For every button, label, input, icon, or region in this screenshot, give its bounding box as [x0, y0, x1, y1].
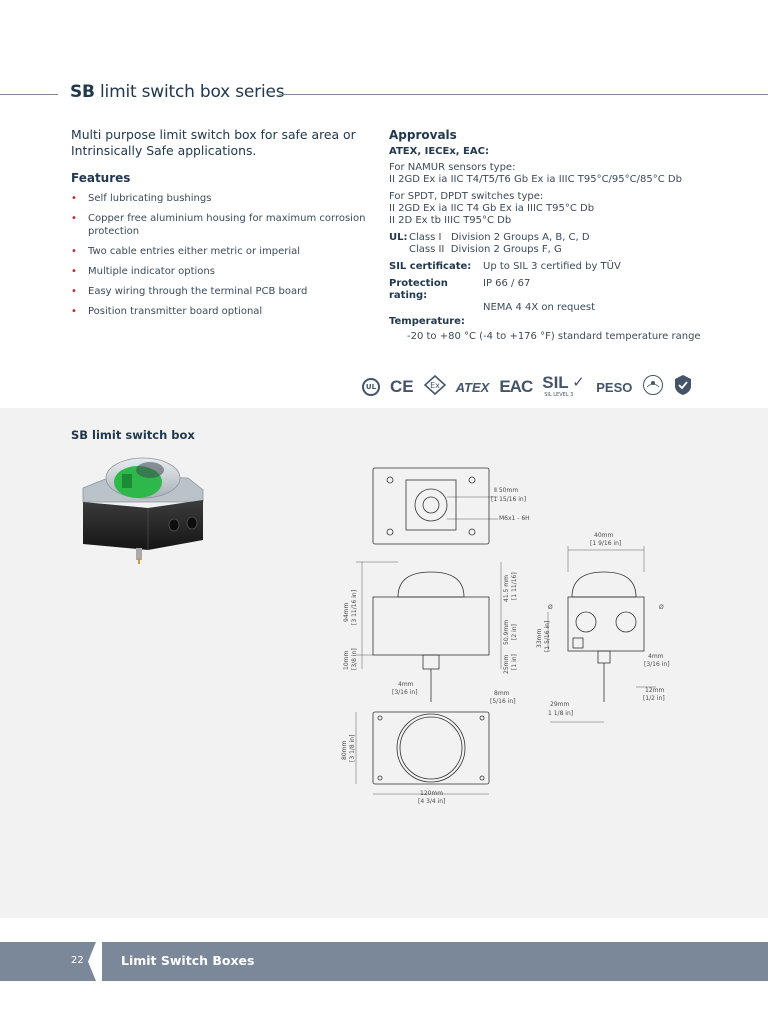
svg-text:41.5 mm: 41.5 mm — [503, 575, 510, 602]
title-bold: SB — [70, 82, 95, 102]
protection-row: Protection rating: IP 66 / 67 — [389, 278, 719, 302]
spdt-heading: For SPDT, DPDT switches type: — [389, 191, 544, 202]
atex-icon: ATEX — [455, 379, 490, 395]
features-heading: Features — [71, 171, 131, 185]
sil-icon: SIL ✓ SIL LEVEL 3 — [542, 373, 585, 398]
footer-title: Limit Switch Boxes — [121, 953, 255, 968]
footer-chevron-icon — [88, 942, 102, 981]
peso-icon: PESO — [596, 379, 633, 395]
page-header: SB limit switch box series — [0, 82, 768, 106]
title-rest: limit switch box series — [100, 82, 285, 102]
features-list: •Self lubricating bushings •Copper free … — [71, 192, 371, 325]
svg-text:[3 1/8 in]: [3 1/8 in] — [349, 735, 356, 762]
svg-text:4mm: 4mm — [648, 653, 664, 660]
bullet-icon: • — [71, 266, 77, 277]
ul-line2: Class II Division 2 Groups F, G — [409, 244, 562, 255]
svg-text:80mm: 80mm — [341, 741, 348, 760]
feature-item: •Easy wiring through the terminal PCB bo… — [71, 286, 308, 297]
svg-text:50.9mm: 50.9mm — [503, 620, 510, 645]
svg-text:[1/2 in]: [1/2 in] — [643, 695, 665, 702]
namur-text: II 2GD Ex ia IIC T4/T5/T6 Gb Ex ia IIIC … — [389, 174, 682, 185]
feature-item: •Position transmitter board optional — [71, 306, 263, 317]
svg-text:1 1/8 in]: 1 1/8 in] — [548, 710, 573, 717]
svg-text:33mm: 33mm — [536, 629, 543, 648]
eac-icon: EAC — [499, 377, 533, 396]
header-rule-left — [0, 94, 58, 95]
protection-label: Protection rating: — [389, 278, 448, 301]
sil-row: SIL certificate: Up to SIL 3 certified b… — [389, 261, 719, 273]
ul-row: UL: Class I Division 2 Groups A, B, C, D — [389, 232, 719, 244]
svg-text:[3 11/16 in]: [3 11/16 in] — [351, 590, 358, 625]
svg-text:Ø: Ø — [659, 604, 664, 611]
bullet-icon: • — [71, 286, 77, 297]
sil-value: Up to SIL 3 certified by TÜV — [483, 261, 621, 272]
ce-icon: CE — [390, 377, 414, 396]
spdt-line1: II 2GD Ex ia IIC T4 Gb Ex ia IIIC T95°C … — [389, 203, 595, 214]
protection-line1: IP 66 / 67 — [483, 278, 531, 289]
bullet-icon: • — [71, 306, 77, 317]
svg-text:[1 11/16]: [1 11/16] — [511, 572, 518, 600]
svg-text:4mm: 4mm — [398, 681, 414, 688]
feature-item: •Self lubricating bushings — [71, 193, 212, 204]
bullet-icon: • — [71, 213, 77, 224]
svg-text:[3/16 in]: [3/16 in] — [644, 661, 670, 668]
page-number: 22 — [71, 955, 84, 966]
certification-logos: UL CE Ex ATEX EAC SIL ✓ SIL LEVEL 3 PESO — [362, 373, 692, 400]
ul-line1: Class I Division 2 Groups A, B, C, D — [409, 232, 590, 243]
svg-text:[1 15/16 in]: [1 15/16 in] — [491, 496, 526, 503]
page-title: SB limit switch box series — [70, 82, 285, 102]
sil-label: SIL certificate: — [389, 261, 472, 272]
svg-text:94mm: 94mm — [343, 603, 350, 622]
product-photo — [78, 448, 228, 568]
protection-line2: NEMA 4 4X on request — [483, 302, 596, 313]
approvals-section: Approvals ATEX, IECEx, EAC: For NAMUR se… — [389, 129, 719, 343]
section-heading: SB limit switch box — [71, 428, 195, 442]
header-rule-right — [279, 94, 768, 95]
dimension-drawing: Ⅱ 50mm [1 15/16 in] M6x1 - 6H 40mm [1 9/… — [336, 462, 696, 812]
svg-text:Ø: Ø — [548, 604, 553, 611]
svg-text:25mm: 25mm — [503, 655, 510, 674]
atex-heading: ATEX, IECEx, EAC: — [389, 146, 489, 157]
svg-text:[1 in]: [1 in] — [511, 654, 518, 670]
ul-label: UL: — [389, 232, 408, 243]
bullet-icon: • — [71, 193, 77, 204]
svg-text:40mm: 40mm — [594, 532, 613, 539]
ul-icon: UL — [362, 378, 380, 396]
feature-item: •Copper free aluminium housing for maxim… — [71, 213, 366, 237]
temperature-label: Temperature: — [389, 316, 465, 327]
ex-label: Ex — [430, 381, 440, 390]
svg-text:[5/16 in]: [5/16 in] — [490, 698, 516, 705]
namur-heading: For NAMUR sensors type: — [389, 162, 516, 173]
svg-text:[3/16 in]: [3/16 in] — [392, 689, 418, 696]
svg-text:12mm: 12mm — [645, 687, 664, 694]
svg-text:[4 3/4 in]: [4 3/4 in] — [418, 798, 445, 805]
svg-text:[1 9/16 in]: [1 9/16 in] — [590, 540, 621, 547]
temperature-value: -20 to +80 °C (-4 to +176 °F) standard t… — [407, 331, 701, 342]
svg-text:[3/8 in]: [3/8 in] — [351, 648, 358, 670]
intro-lead: Multi purpose limit switch box for safe … — [71, 127, 356, 158]
approvals-heading: Approvals — [389, 128, 457, 142]
svg-text:10mm: 10mm — [343, 651, 350, 670]
svg-text:120mm: 120mm — [420, 790, 443, 797]
svg-text:29mm: 29mm — [550, 701, 569, 708]
check-icon — [674, 375, 692, 399]
svg-text:[1 5/16 in]: [1 5/16 in] — [544, 621, 551, 652]
svg-text:Ⅱ 50mm: Ⅱ 50mm — [494, 487, 518, 494]
svg-text:M6x1 - 6H: M6x1 - 6H — [499, 515, 530, 522]
wtc-icon — [642, 374, 664, 400]
spdt-line2: II 2D Ex tb IIIC T95°C Db — [389, 215, 512, 226]
feature-item: •Multiple indicator options — [71, 266, 215, 277]
page-footer: 22 Limit Switch Boxes — [0, 942, 768, 981]
feature-item: •Two cable entries either metric or impe… — [71, 246, 301, 257]
bullet-icon: • — [71, 246, 77, 257]
svg-text:[2 in]: [2 in] — [511, 624, 518, 640]
svg-text:8mm: 8mm — [494, 690, 510, 697]
ex-icon: Ex — [423, 374, 446, 399]
